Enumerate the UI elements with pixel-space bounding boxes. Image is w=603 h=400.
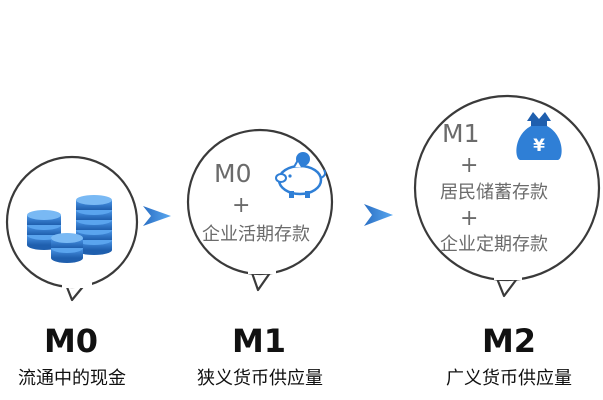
coin-stacks-icon [27, 195, 112, 263]
m1-bubble-base: M0 [214, 159, 251, 188]
chevron-right-icon [143, 206, 171, 226]
stage-m1-bubble: M0 + 企业活期存款 [186, 128, 334, 292]
m2-bubble-item-1: 居民储蓄存款 [440, 182, 548, 203]
stage-m1-code: M1 [232, 322, 286, 360]
m2-bubble-plus-2: + [460, 206, 478, 231]
m1-bubble-item: 企业活期存款 [202, 224, 310, 245]
stage-m2-bubble: M1 + 居民储蓄存款 + 企业定期存款 ¥ [413, 94, 601, 298]
m2-bubble-item-2: 企业定期存款 [440, 234, 548, 255]
stage-m0-bubble [5, 155, 139, 302]
stage-m0-caption: 流通中的现金 [18, 368, 126, 389]
stage-m2-caption: 广义货币供应量 [446, 368, 572, 389]
m1-bubble-plus: + [232, 193, 250, 218]
stage-m1-caption: 狭义货币供应量 [197, 368, 323, 389]
stage-m0-code: M0 [44, 322, 98, 360]
m2-bubble-base: M1 [442, 119, 479, 148]
piggy-bank-icon [275, 152, 326, 198]
m2-bubble-plus-1: + [460, 153, 478, 178]
yen-symbol: ¥ [533, 136, 545, 156]
stage-m2-code: M2 [482, 322, 536, 360]
money-bag-icon: ¥ [516, 112, 562, 160]
chevron-right-icon [364, 204, 393, 226]
